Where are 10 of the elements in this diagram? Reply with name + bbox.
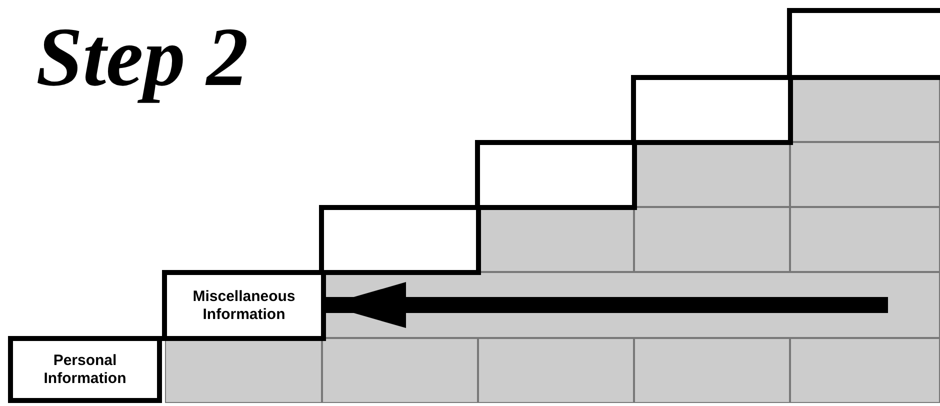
step-box <box>319 205 481 275</box>
step-box <box>631 75 793 145</box>
title: Step 2 <box>36 10 248 106</box>
box-label: Miscellaneous Information <box>192 288 296 324</box>
arrow <box>326 282 888 328</box>
labeled-box <box>162 270 326 341</box>
step-box <box>475 140 637 210</box>
step-box <box>787 8 940 80</box>
box-label: Personal Information <box>42 352 128 388</box>
labeled-box <box>8 336 162 403</box>
